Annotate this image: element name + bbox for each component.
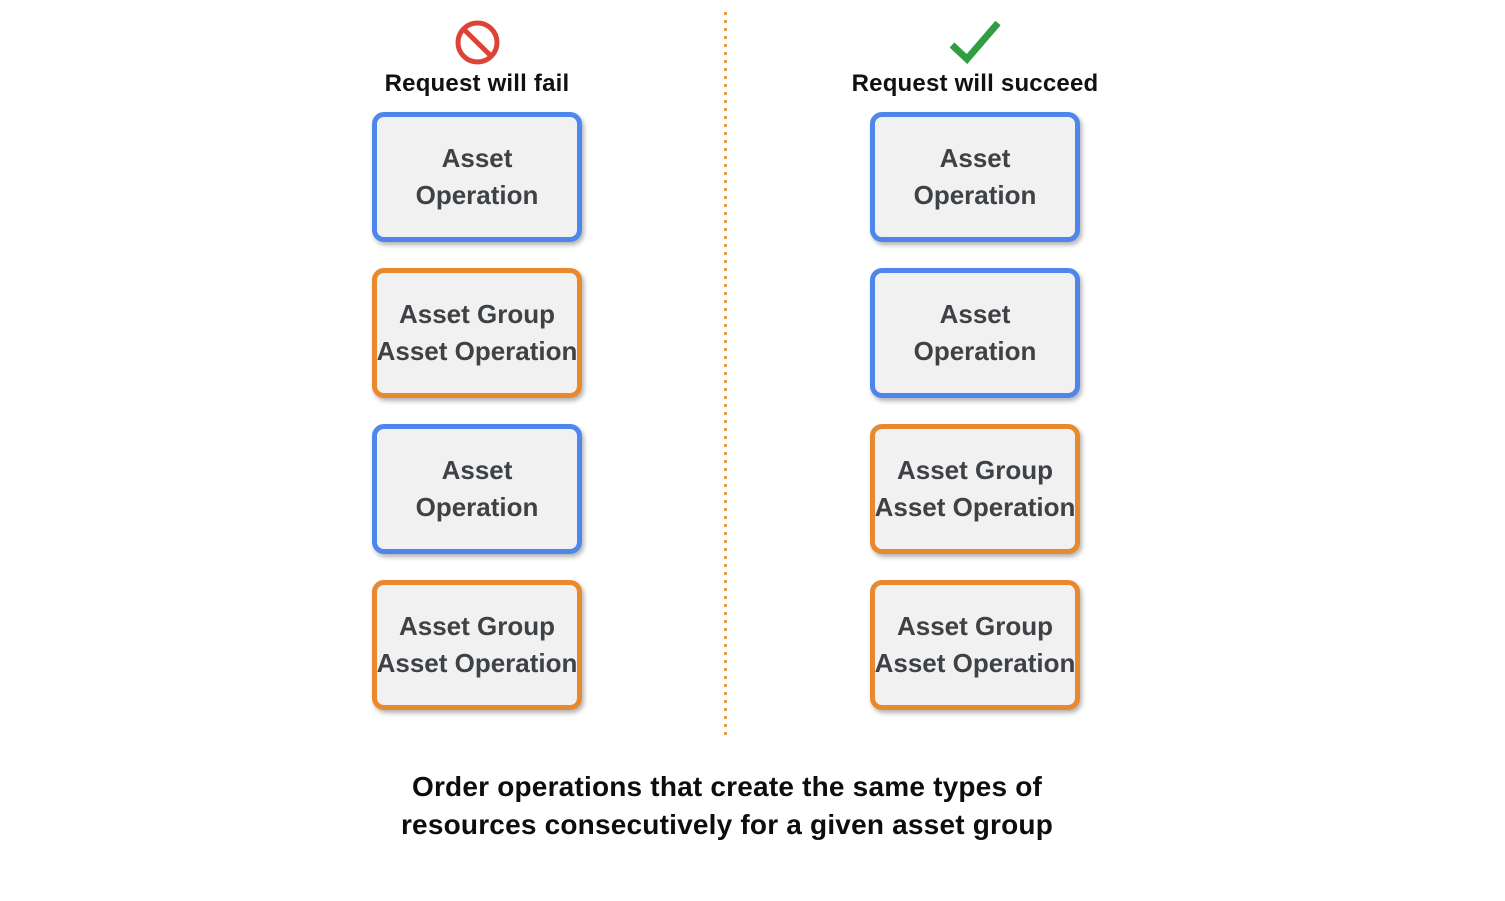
box-label-line: Asset [441, 143, 513, 173]
caption-line-1: Order operations that create the same ty… [411, 771, 1043, 802]
box-label-line: Operation [415, 492, 539, 522]
box-label-line: Asset [441, 455, 513, 485]
fail-column-title: Request will fail [384, 70, 570, 97]
asset-operation-box: Asset Operation [869, 112, 1081, 242]
asset-group-asset-operation-box: Asset Group Asset Operation [869, 580, 1081, 710]
asset-operation-box: Asset Operation [371, 424, 583, 554]
box-label-line: Asset Operation [376, 648, 578, 678]
succeed-boxes: Asset Operation Asset Operation Asset Gr… [869, 112, 1081, 736]
box-label-line: Operation [913, 180, 1037, 210]
box-label-line: Asset Operation [376, 336, 578, 366]
box-label-line: Operation [415, 180, 539, 210]
fail-column: Request will fail Asset Operation Asset … [334, 16, 620, 736]
box-label-line: Asset Group [398, 611, 555, 641]
box-label-line: Asset [939, 299, 1011, 329]
dotted-divider-line [724, 12, 727, 740]
checkmark-icon [949, 20, 1001, 65]
prohibition-icon [455, 20, 499, 64]
box-label-line: Asset [939, 143, 1011, 173]
asset-group-asset-operation-box: Asset Group Asset Operation [371, 268, 583, 398]
box-label-line: Asset Group [896, 611, 1053, 641]
fail-icon-wrap [454, 16, 501, 68]
asset-group-asset-operation-box: Asset Group Asset Operation [371, 580, 583, 710]
box-label-line: Operation [913, 336, 1037, 366]
box-label-line: Asset Operation [874, 492, 1076, 522]
asset-group-asset-operation-box: Asset Group Asset Operation [869, 424, 1081, 554]
diagram-caption: Order operations that create the same ty… [0, 768, 1454, 844]
succeed-icon-wrap [946, 16, 1004, 68]
box-label-line: Asset Group [896, 455, 1053, 485]
succeed-column: Request will succeed Asset Operation Ass… [831, 16, 1119, 736]
asset-operation-box: Asset Operation [371, 112, 583, 242]
box-label-line: Asset Operation [874, 648, 1076, 678]
fail-boxes: Asset Operation Asset Group Asset Operat… [371, 112, 583, 736]
asset-operation-box: Asset Operation [869, 268, 1081, 398]
succeed-column-title: Request will succeed [851, 70, 1099, 97]
box-label-line: Asset Group [398, 299, 555, 329]
caption-line-2: resources consecutively for a given asse… [400, 809, 1054, 840]
